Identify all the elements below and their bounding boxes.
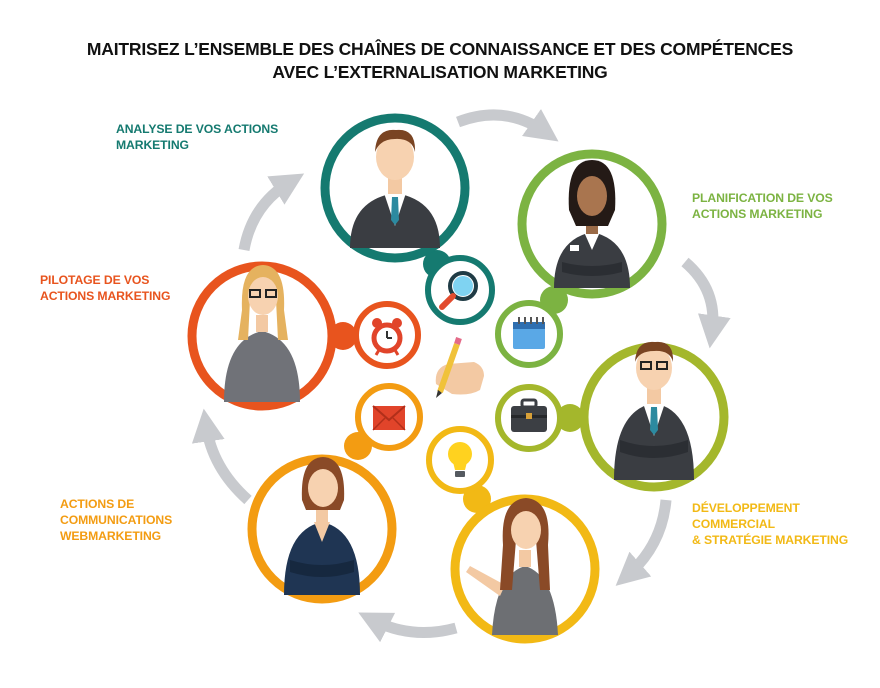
label-developpement: DÉVELOPPEMENT COMMERCIAL & STRATÉGIE MAR… bbox=[692, 501, 849, 547]
businessman-teal-tie bbox=[350, 129, 440, 248]
arrow-1 bbox=[456, 109, 559, 142]
step-planification bbox=[517, 149, 667, 299]
step-pilotage bbox=[187, 261, 337, 411]
icon-developpement bbox=[495, 384, 563, 452]
arrow-6 bbox=[238, 173, 305, 252]
label-planification: PLANIFICATION DE VOS ACTIONS MARKETING bbox=[692, 191, 833, 221]
businesswoman-arms-crossed bbox=[554, 160, 630, 288]
title-line-1: MAITRISEZ L’ENSEMBLE DES CHAÎNES DE CONN… bbox=[86, 39, 794, 59]
businessman-glasses bbox=[614, 341, 694, 480]
label-pilotage: PILOTAGE DE VOS ACTIONS MARKETING bbox=[40, 273, 171, 303]
woman-glasses bbox=[224, 265, 300, 402]
icon-communications bbox=[355, 383, 423, 451]
icon-pilotage bbox=[353, 301, 421, 369]
lightbulb-icon bbox=[448, 442, 472, 477]
icon-planification bbox=[495, 300, 563, 368]
diagram-title: MAITRISEZ L’ENSEMBLE DES CHAÎNES DE CONN… bbox=[0, 38, 880, 84]
briefcase-icon bbox=[511, 398, 547, 432]
step-idee bbox=[450, 494, 600, 644]
cycle-arrows bbox=[191, 109, 731, 643]
icon-analyse bbox=[425, 255, 495, 325]
icon-idee bbox=[426, 426, 494, 494]
label-analyse: ANALYSE DE VOS ACTIONS MARKETING bbox=[116, 122, 279, 152]
label-actions-communications: ACTIONS DE COMMUNICATIONS WEBMARKETING bbox=[60, 497, 173, 543]
arrow-3 bbox=[615, 499, 672, 586]
woman-pointing bbox=[466, 498, 558, 635]
step-communications bbox=[247, 454, 397, 604]
hand-pencil-icon bbox=[435, 337, 484, 398]
magnifier-icon bbox=[439, 271, 478, 310]
alarm-clock-icon bbox=[371, 318, 403, 356]
arrow-4 bbox=[358, 612, 458, 643]
title-line-2: AVEC L’EXTERNALISATION MARKETING bbox=[272, 62, 608, 82]
businesswoman-navy bbox=[284, 457, 360, 595]
step-developpement bbox=[579, 341, 729, 492]
calendar-icon bbox=[513, 317, 545, 349]
envelope-icon bbox=[372, 405, 406, 431]
arrow-2 bbox=[681, 257, 731, 349]
arrow-5 bbox=[191, 408, 252, 505]
step-analyse bbox=[320, 113, 470, 263]
